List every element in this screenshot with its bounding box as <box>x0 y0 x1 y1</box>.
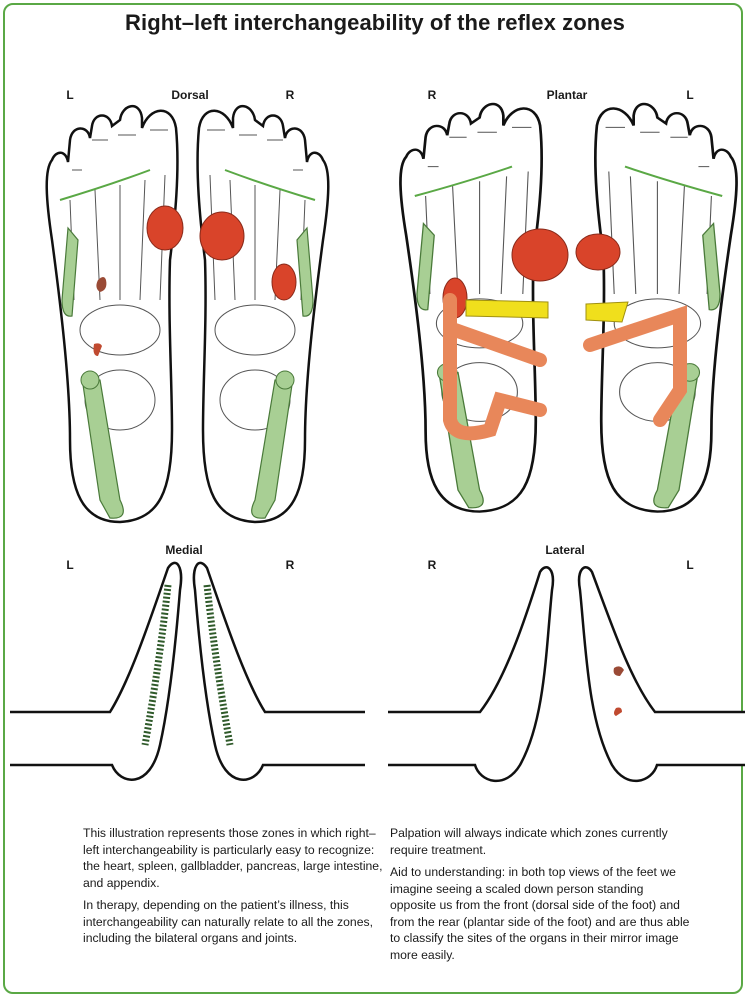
lateral-feet <box>388 566 745 783</box>
spine-zone-right <box>203 584 234 746</box>
plantar-label: Plantar <box>546 88 588 102</box>
spine-zone-left <box>141 584 172 746</box>
medial-right-label: R <box>285 558 295 572</box>
spleen-zone <box>271 263 297 301</box>
paragraph: In therapy, depending on the patient’s i… <box>83 898 373 945</box>
lateral-right-label: L <box>686 558 694 572</box>
large-intestine-left-foot <box>583 305 687 427</box>
medial-feet <box>10 561 365 781</box>
page-title: Right–left interchangeability of the ref… <box>125 10 625 35</box>
paragraph: Aid to understanding: in both top views … <box>390 865 690 962</box>
pancreas-zone-l <box>585 301 629 323</box>
dorsal-label: Dorsal <box>171 88 209 102</box>
pancreas-zone-r <box>465 299 549 319</box>
appendix-zone-lateral <box>614 707 622 716</box>
medial-label: Medial <box>165 543 203 557</box>
page-border <box>3 3 743 994</box>
dorsal-right-label: R <box>285 88 295 102</box>
medial-left-label: L <box>66 558 74 572</box>
paragraph: Palpation will always indicate which zon… <box>390 826 668 857</box>
text-column-left: This illustration represents those zones… <box>83 825 383 953</box>
heart-zone-plantar-l <box>575 233 621 271</box>
large-intestine-right-foot <box>443 293 547 441</box>
appendix-zone <box>93 343 102 356</box>
gallbladder-zone-lateral <box>613 666 624 676</box>
dorsal-left-label: L <box>66 88 74 102</box>
heart-zone-left <box>146 205 184 251</box>
lateral-label: Lateral <box>545 543 585 557</box>
reflex-zone-illustration <box>10 102 745 783</box>
plantar-left-label: R <box>427 88 437 102</box>
dorsal-right-foot <box>196 104 330 524</box>
plantar-right-label: L <box>686 88 694 102</box>
heart-zone-plantar-r <box>511 228 569 282</box>
paragraph: This illustration represents those zones… <box>83 826 383 890</box>
gallbladder-zone <box>96 277 107 292</box>
lateral-left-label: R <box>427 558 437 572</box>
text-column-right: Palpation will always indicate which zon… <box>390 825 690 969</box>
heart-zone-right <box>199 211 245 261</box>
dorsal-left-foot <box>45 104 179 524</box>
